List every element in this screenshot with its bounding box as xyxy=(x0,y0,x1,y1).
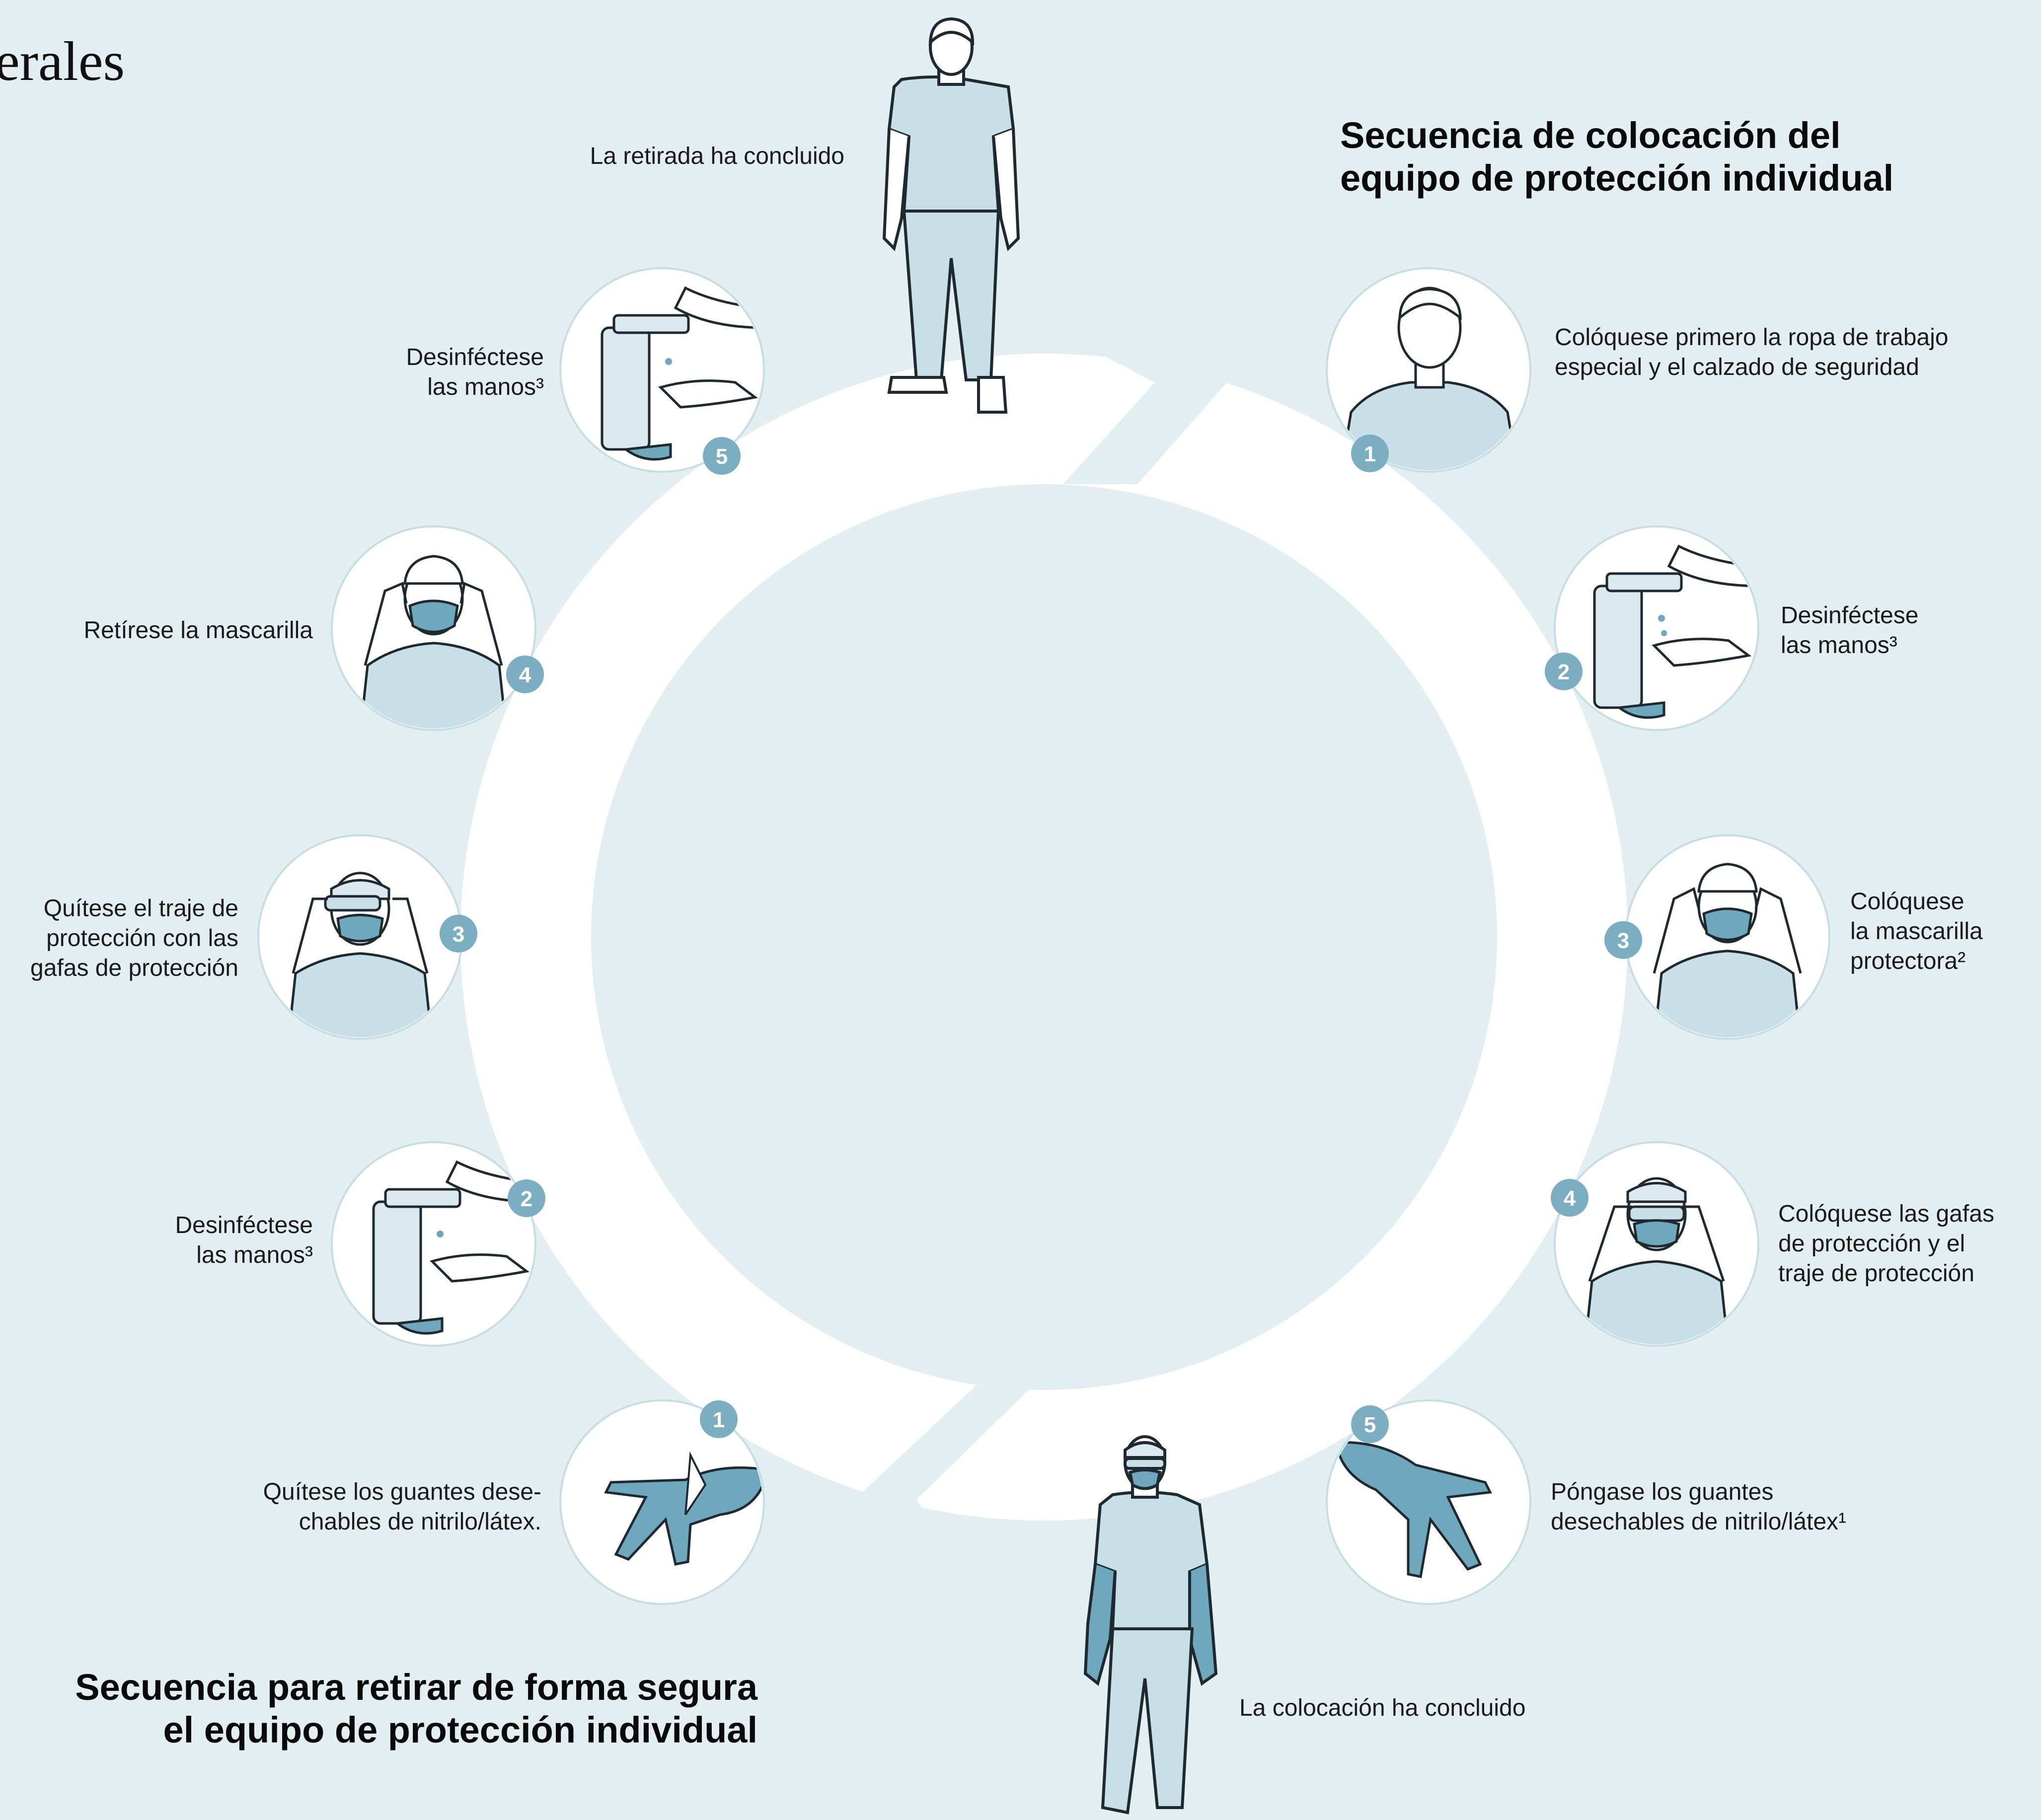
on-step-2-label: Desinféctese las manos³ xyxy=(1781,602,1919,658)
off-step-4-label: Retírese la mascarilla xyxy=(83,617,313,644)
off-step-4-illustration xyxy=(331,525,536,731)
donning-sequence-title: Secuencia de colocación del equipo de pr… xyxy=(1340,115,1894,199)
figure-unprotected xyxy=(882,17,1020,414)
off-step-3-label: Quítese el traje de protección con las g… xyxy=(30,895,238,981)
on-step-3-illustration xyxy=(1625,834,1830,1040)
page-heading-fragment: erales xyxy=(0,31,125,92)
on-step-1-illustration xyxy=(1326,267,1531,473)
on-step-4-illustration xyxy=(1554,1141,1759,1347)
on-step-5-illustration xyxy=(1326,1399,1531,1605)
on-step-4-label: Colóquese las gafas de protección y el t… xyxy=(1778,1201,1994,1287)
off-step-5-illustration xyxy=(559,267,765,473)
on-step-5-label: Póngase los guantes desechables de nitri… xyxy=(1551,1479,1847,1535)
doffing-complete-label: La retirada ha concluido xyxy=(590,143,844,169)
donning-complete-label: La colocación ha concluido xyxy=(1239,1695,1526,1721)
off-step-1-label: Quítese los guantes dese- chables de nit… xyxy=(263,1479,541,1535)
off-step-2-label: Desinféctese las manos³ xyxy=(175,1212,313,1268)
on-step-3-label: Colóquese la mascarilla protectora² xyxy=(1850,888,1983,974)
figure-protected xyxy=(1083,1435,1218,1815)
off-step-3-illustration xyxy=(257,834,463,1040)
off-step-5-label: Desinféctese las manos³ xyxy=(406,344,544,400)
doffing-sequence-title: Secuencia para retirar de forma segura e… xyxy=(75,1667,757,1750)
on-step-2-illustration xyxy=(1554,525,1759,731)
cycle-ring xyxy=(460,238,1628,1634)
off-step-1-illustration xyxy=(559,1399,765,1605)
off-step-2-illustration xyxy=(331,1141,536,1347)
on-step-1-label: Colóquese primero la ropa de trabajo esp… xyxy=(1555,324,1949,380)
